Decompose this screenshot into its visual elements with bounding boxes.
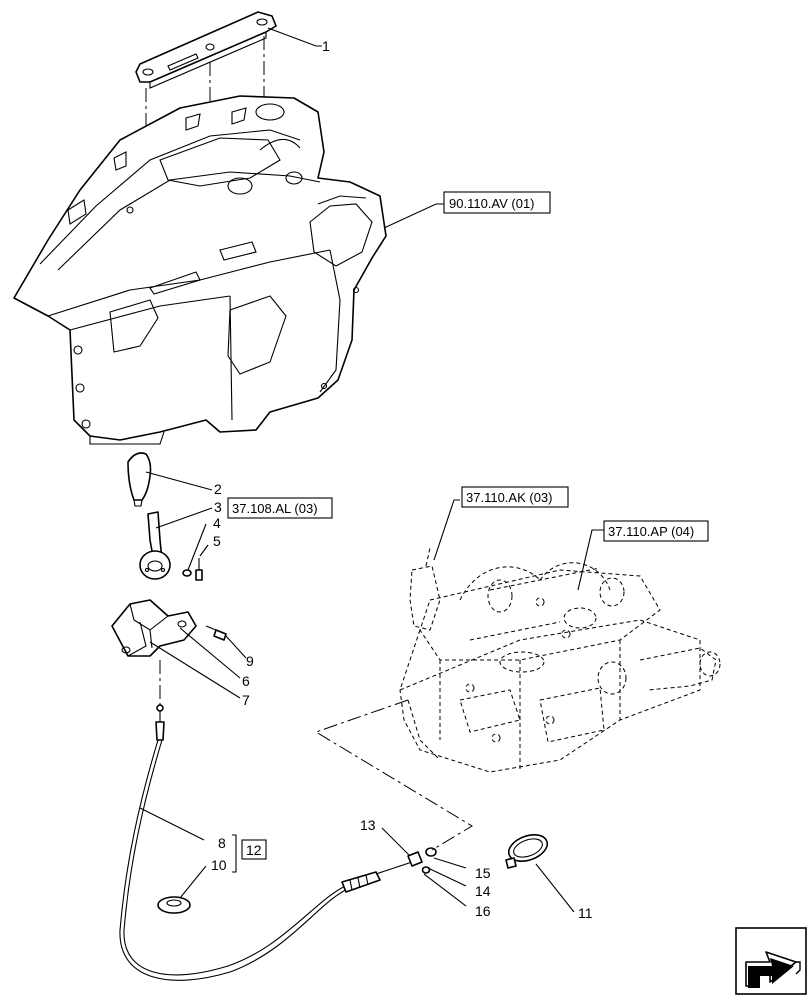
ref-box-lever	[227, 497, 333, 519]
callout-15: 15	[475, 865, 491, 881]
ref-box-hitch-ap	[603, 520, 709, 542]
ref-box-hitch-ak	[461, 486, 569, 508]
bracket-plate	[135, 11, 277, 89]
callout-12: 12	[246, 842, 262, 858]
side-console	[13, 95, 387, 445]
callout-2: 2	[214, 481, 222, 497]
callout-6: 6	[242, 673, 250, 689]
callout-7: 7	[242, 692, 250, 708]
ref-lever[interactable]: 37.108.AL (03)	[232, 501, 318, 516]
hitch-housing	[399, 547, 721, 773]
cable-clamp	[505, 834, 549, 869]
callout-8: 8	[218, 835, 226, 851]
screw	[195, 558, 203, 581]
cable-clip-hardware	[407, 847, 437, 874]
callout-16: 16	[475, 903, 491, 919]
bracket-screw	[205, 625, 227, 641]
callout-12-box	[241, 839, 267, 860]
ref-console[interactable]: 90.110.AV (01)	[449, 196, 535, 211]
callout-13: 13	[360, 817, 376, 833]
next-page-arrow-icon[interactable]	[735, 927, 807, 995]
shift-cable	[119, 704, 413, 981]
ref-hitch-ak[interactable]: 37.110.AK (03)	[466, 490, 552, 505]
lever-knob	[127, 452, 152, 507]
callout-1: 1	[322, 38, 330, 54]
ref-hitch-ap[interactable]: 37.110.AP (04)	[608, 524, 694, 539]
ref-box-console	[443, 191, 551, 214]
callout-11: 11	[578, 905, 593, 921]
callout-9: 9	[246, 653, 254, 669]
washer	[182, 569, 192, 577]
grommet	[157, 896, 191, 914]
callout-3: 3	[214, 499, 222, 515]
lever-bracket	[111, 599, 197, 657]
callout-5: 5	[213, 533, 221, 549]
callout-14: 14	[475, 883, 491, 899]
callout-4: 4	[213, 515, 221, 531]
callout-10: 10	[211, 857, 227, 873]
gear-lever	[139, 511, 171, 580]
